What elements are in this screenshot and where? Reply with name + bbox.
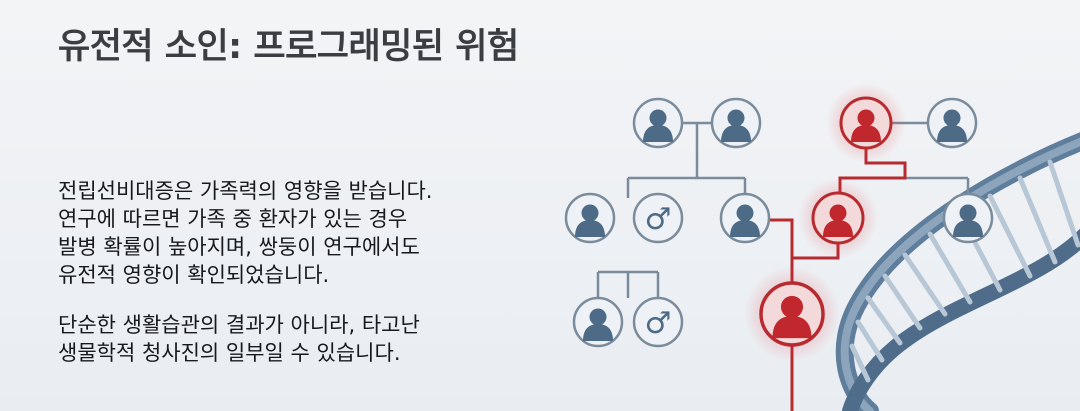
page-title: 유전적 소인: 프로그래밍된 위험	[58, 27, 519, 67]
paragraph-family-history: 전립선비대증은 가족력의 영향을 받습니다. 연구에 따르면 가족 중 환자가 …	[58, 177, 528, 289]
person-icon	[942, 192, 994, 244]
text-line: 유전적 영향이 확인되었습니다.	[58, 263, 330, 287]
male-symbol-icon: ♂	[632, 192, 684, 244]
dna-helix-icon	[835, 132, 1080, 411]
person-icon	[572, 296, 624, 348]
male-symbol: ♂	[645, 306, 672, 341]
text-line: 발병 확률이 높아지며, 쌍둥이 연구에서도	[58, 235, 420, 259]
person-icon	[719, 192, 771, 244]
person-icon	[926, 97, 978, 149]
pedigree-illustration: ♂ ♂	[564, 83, 1080, 411]
text-line: 생물학적 청사진의 일부일 수 있습니다.	[58, 341, 401, 365]
affected-person-icon	[759, 281, 825, 347]
male-symbol-icon: ♂	[632, 296, 684, 348]
male-symbol: ♂	[645, 202, 672, 237]
affected-person-icon	[839, 96, 893, 150]
person-icon	[564, 192, 616, 244]
person-icon	[710, 97, 762, 149]
text-line: 단순한 생활습관의 결과가 아니라, 타고난	[58, 313, 420, 337]
paragraph-blueprint: 단순한 생활습관의 결과가 아니라, 타고난 생물학적 청사진의 일부일 수 있…	[58, 311, 528, 367]
affected-person-icon	[811, 191, 865, 245]
pedigree-connectors	[596, 121, 970, 298]
text-line: 전립선비대증은 가족력의 영향을 받습니다.	[58, 179, 433, 203]
body-text: 전립선비대증은 가족력의 영향을 받습니다. 연구에 따르면 가족 중 환자가 …	[58, 177, 528, 389]
text-line: 연구에 따르면 가족 중 환자가 있는 경우	[58, 207, 408, 231]
person-icon	[632, 97, 684, 149]
